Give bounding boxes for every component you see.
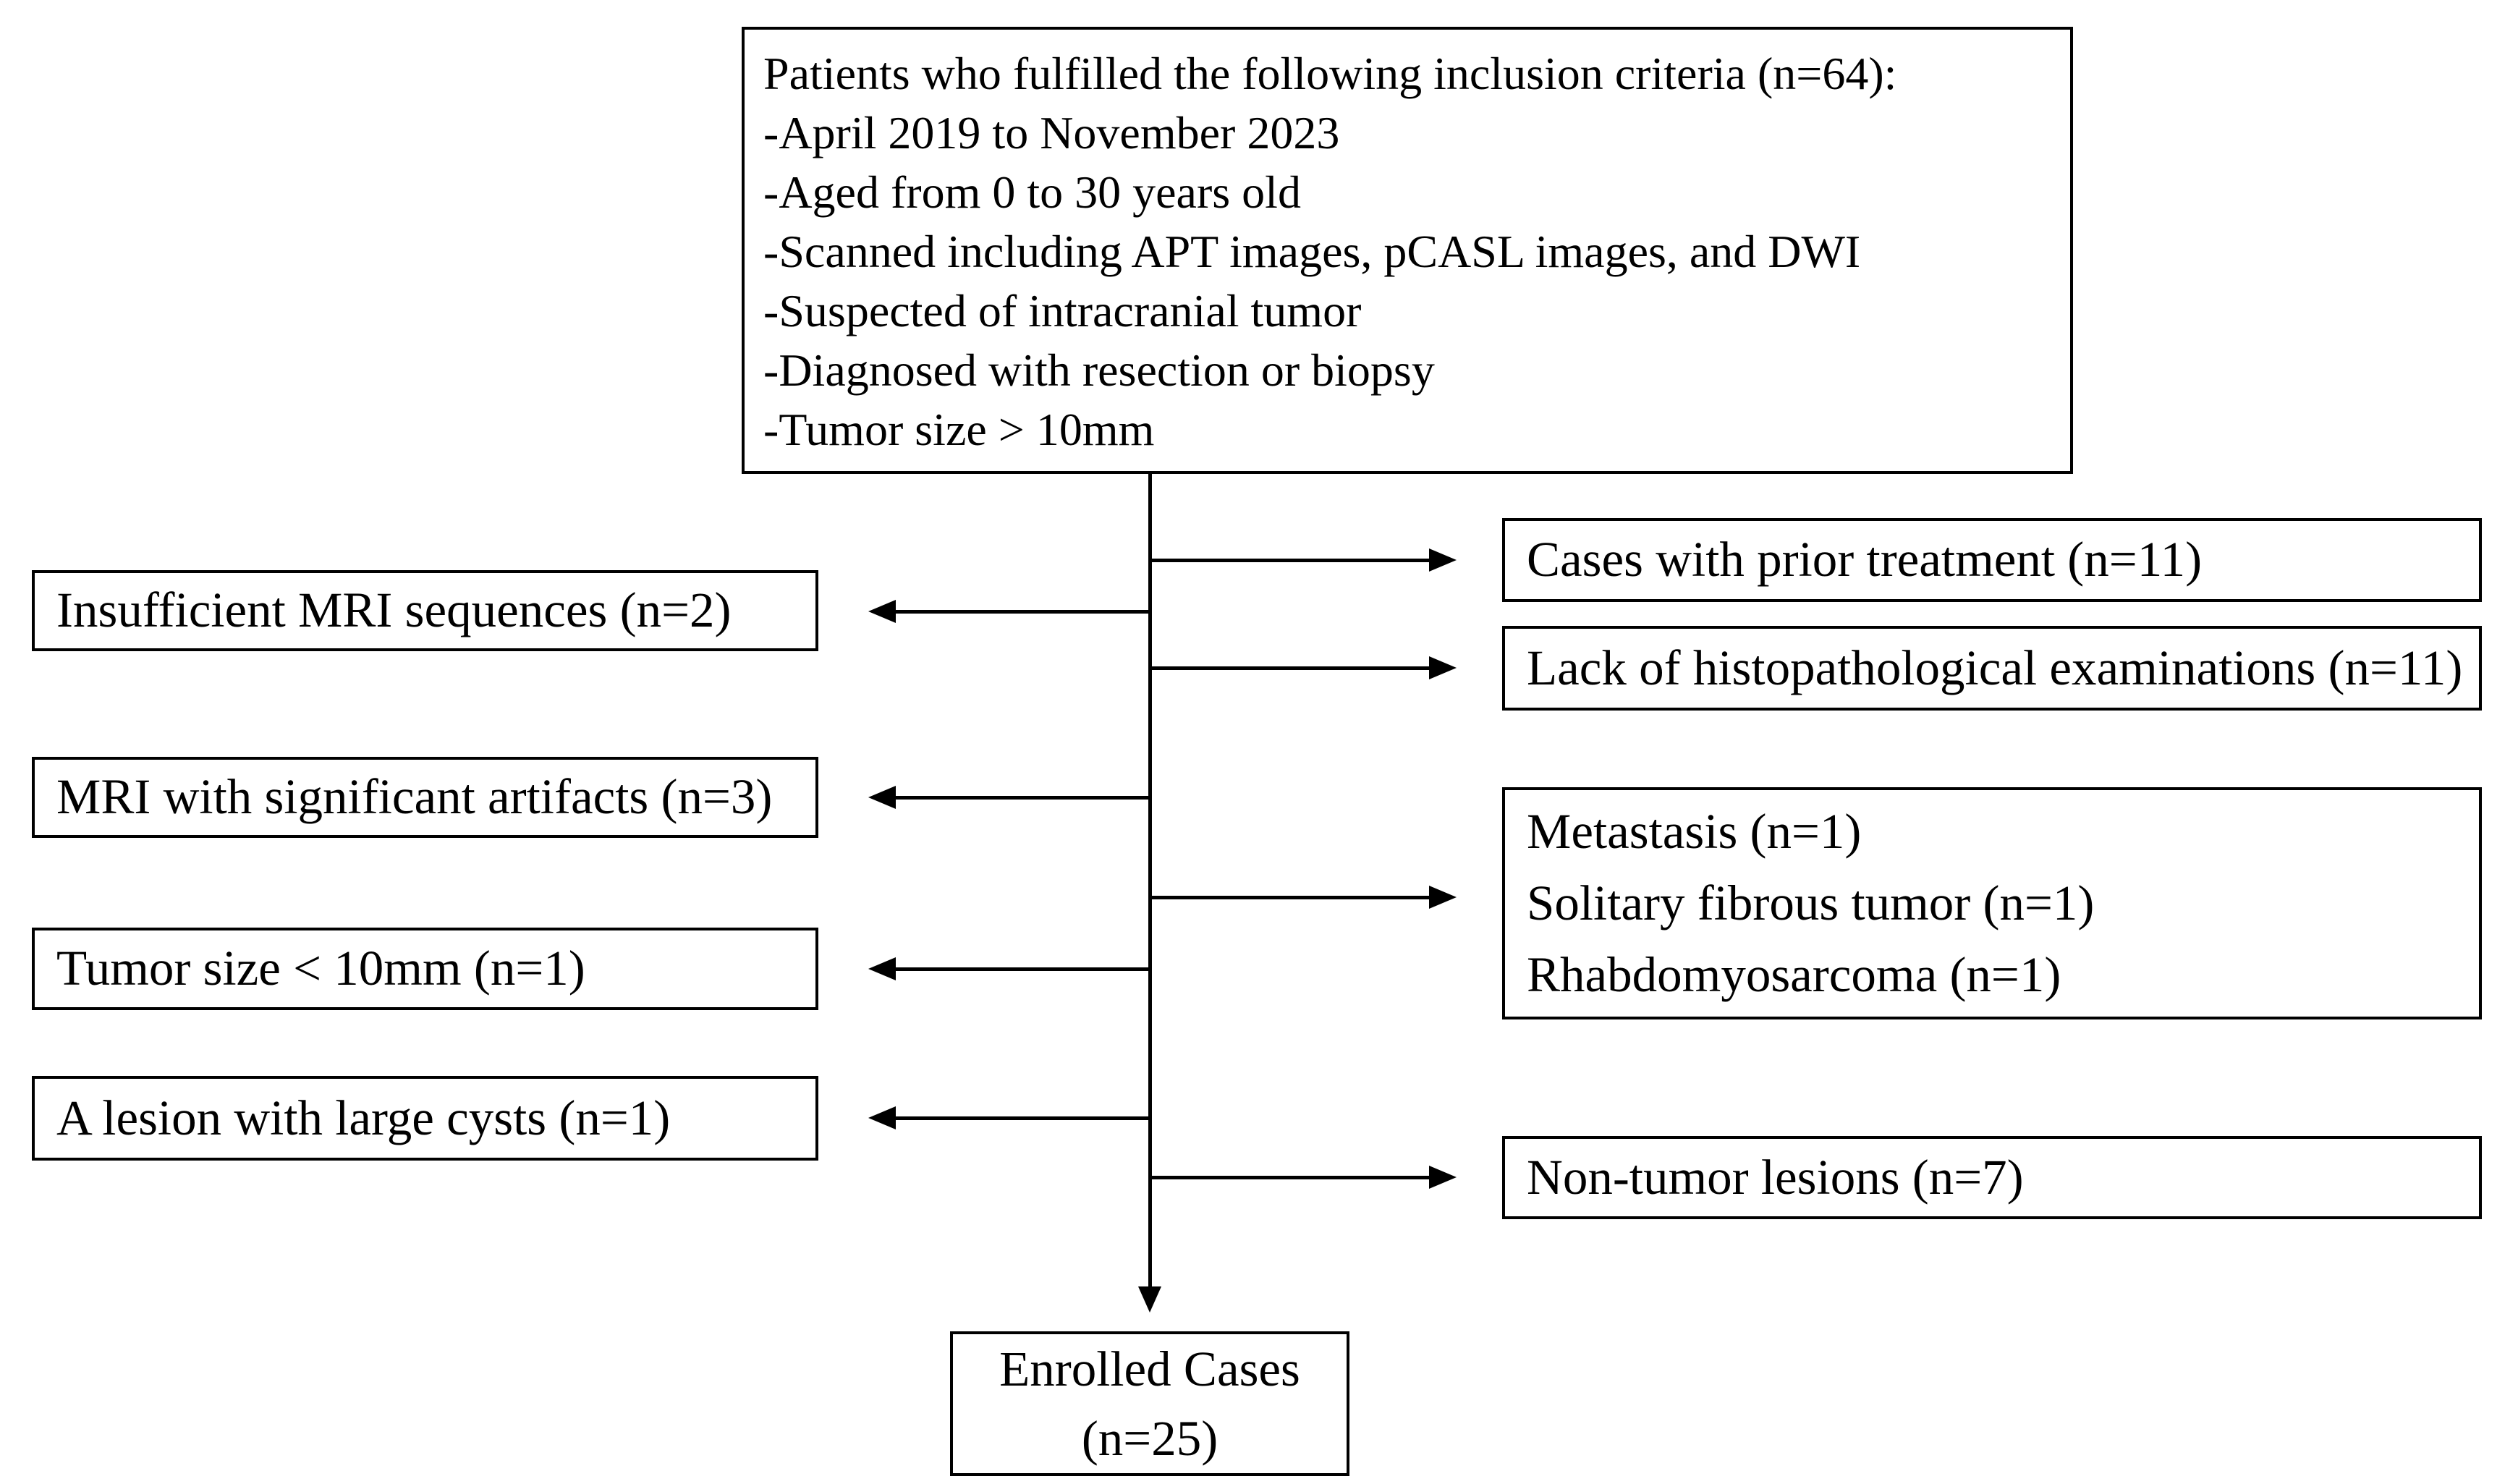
arrow-line-right-1 (1150, 559, 1429, 562)
exclusion-box-prior-treatment: Cases with prior treatment (n=11) (1502, 518, 2482, 602)
arrow-line-right-3 (1150, 896, 1429, 899)
right-arrowhead-icon (1429, 656, 1457, 679)
exclusion-box-tumor-size: Tumor size < 10mm (n=1) (32, 928, 818, 1010)
flow-line-vertical (1148, 473, 1152, 1286)
exclusion-box-insufficient-mri: Insufficient MRI sequences (n=2) (32, 570, 818, 651)
exclusion-label: Insufficient MRI sequences (n=2) (56, 582, 732, 638)
left-arrowhead-icon (868, 957, 896, 980)
arrow-line-left-1 (896, 610, 1150, 614)
exclusion-label-rhabdomyosarcoma: Rhabdomyosarcoma (n=1) (1527, 947, 2061, 1002)
right-arrowhead-icon (1429, 548, 1457, 572)
inclusion-criterion-3: -Scanned including APT images, pCASL ima… (763, 226, 1861, 277)
enrolled-cases-count: (n=25) (1081, 1411, 1218, 1466)
exclusion-label-metastasis: Metastasis (n=1) (1527, 804, 1862, 859)
arrow-line-left-3 (896, 967, 1150, 971)
inclusion-criteria-box: Patients who fulfilled the following inc… (742, 27, 2073, 474)
down-arrowhead-icon (1138, 1286, 1161, 1313)
inclusion-criterion-5: -Diagnosed with resection or biopsy (763, 344, 1435, 396)
exclusion-label: Non-tumor lesions (n=7) (1527, 1149, 2024, 1205)
exclusion-label: Lack of histopathological examinations (… (1527, 640, 2463, 695)
left-arrowhead-icon (868, 786, 896, 809)
inclusion-criterion-2: -Aged from 0 to 30 years old (763, 166, 1301, 218)
enrolled-cases-label: Enrolled Cases (999, 1341, 1300, 1396)
exclusion-label: Tumor size < 10mm (n=1) (56, 941, 585, 996)
exclusion-box-large-cysts: A lesion with large cysts (n=1) (32, 1076, 818, 1161)
arrow-line-left-2 (896, 796, 1150, 800)
exclusion-box-no-histopathology: Lack of histopathological examinations (… (1502, 626, 2482, 711)
exclusion-label-solitary-fibrous: Solitary fibrous tumor (n=1) (1527, 875, 2095, 930)
right-arrowhead-icon (1429, 886, 1457, 909)
exclusion-label: Cases with prior treatment (n=11) (1527, 532, 2203, 588)
arrow-line-right-4 (1150, 1176, 1429, 1179)
right-arrowhead-icon (1429, 1166, 1457, 1189)
arrow-line-right-2 (1150, 666, 1429, 670)
inclusion-title: Patients who fulfilled the following inc… (763, 48, 1897, 99)
exclusion-box-mri-artifacts: MRI with significant artifacts (n=3) (32, 757, 818, 838)
inclusion-criterion-1: -April 2019 to November 2023 (763, 107, 1340, 158)
arrow-line-left-4 (896, 1116, 1150, 1120)
left-arrowhead-icon (868, 600, 896, 623)
exclusion-label: A lesion with large cysts (n=1) (56, 1090, 671, 1145)
left-arrowhead-icon (868, 1106, 896, 1129)
exclusion-box-other-pathologies: Metastasis (n=1) Solitary fibrous tumor … (1502, 787, 2482, 1019)
enrolled-cases-box: Enrolled Cases (n=25) (950, 1331, 1349, 1476)
inclusion-criterion-6: -Tumor size > 10mm (763, 404, 1155, 455)
inclusion-criterion-4: -Suspected of intracranial tumor (763, 285, 1362, 336)
exclusion-box-non-tumor: Non-tumor lesions (n=7) (1502, 1136, 2482, 1219)
exclusion-label: MRI with significant artifacts (n=3) (56, 769, 773, 825)
